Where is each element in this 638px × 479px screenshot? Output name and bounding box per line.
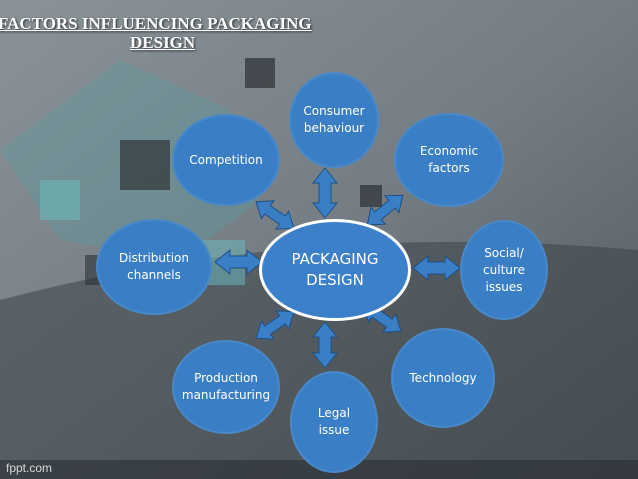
node-technology: Technology	[391, 328, 495, 428]
center-label: PACKAGING DESIGN	[291, 250, 379, 289]
node-label: Consumer behaviour	[303, 104, 365, 135]
node-label: Legal issue	[317, 406, 351, 437]
node-packaging-design: PACKAGING DESIGN	[259, 219, 411, 321]
arrow-social	[412, 254, 461, 282]
slide-title: FACTORS INFLUENCING PACKAGING DESIGN	[0, 14, 340, 52]
arrow-economic	[366, 194, 404, 226]
node-competition: Competition	[172, 114, 280, 206]
node-label: Distribution channels	[118, 251, 189, 282]
node-label: Economic factors	[419, 144, 479, 175]
title-line-1: FACTORS INFLUENCING PACKAGING	[0, 14, 312, 33]
arrow-legal	[311, 321, 339, 369]
node-distribution-channels: Distribution channels	[96, 219, 212, 315]
node-label: Production manufacturing	[181, 371, 271, 402]
arrow-consumer	[311, 167, 339, 219]
node-production-manufacturing: Production manufacturing	[172, 340, 280, 434]
node-legal-issue: Legal issue	[290, 371, 378, 473]
title-line-2: DESIGN	[130, 33, 196, 52]
arrow-distribution	[214, 248, 263, 276]
footer-watermark: fppt.com	[6, 461, 53, 475]
node-social-culture-issues: Social/ culture issues	[460, 220, 548, 320]
node-label: Technology	[409, 370, 477, 385]
node-economic-factors: Economic factors	[394, 113, 504, 207]
node-label: Competition	[189, 152, 263, 167]
node-label: Social/ culture issues	[483, 245, 525, 294]
node-consumer-behaviour: Consumer behaviour	[289, 72, 379, 168]
